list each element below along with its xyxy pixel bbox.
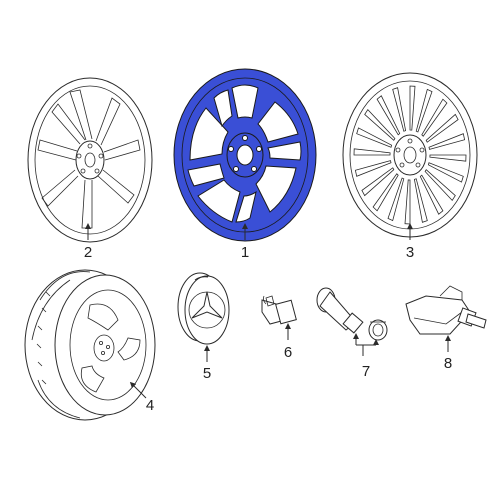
part-4-tire-assembly[interactable] — [24, 269, 156, 421]
callout-1: 1 — [241, 244, 249, 261]
spoke-line — [356, 127, 393, 148]
part-1-wheel-highlighted[interactable] — [173, 68, 317, 242]
part-2-wheel[interactable] — [27, 77, 153, 243]
part-3-spokes — [353, 85, 467, 225]
part-7-valve-stem[interactable] — [316, 287, 388, 341]
part-3-wheel[interactable] — [342, 72, 478, 238]
spoke-line — [404, 179, 411, 225]
spoke-line — [421, 98, 448, 137]
callout-7: 7 — [362, 363, 370, 380]
part-2-spokes — [37, 89, 141, 229]
spoke-line — [425, 113, 459, 143]
spoke-line — [409, 85, 416, 131]
part-7-cap-nut — [368, 319, 388, 341]
spoke-line — [415, 88, 433, 133]
part-8-pressure-sensor[interactable] — [405, 285, 487, 335]
spoke-line — [392, 87, 407, 132]
spoke-line — [376, 95, 401, 136]
spoke-line — [354, 160, 392, 177]
callout-8: 8 — [444, 355, 452, 372]
callout-6: 6 — [284, 344, 292, 361]
spoke-line — [364, 108, 396, 141]
spoke-line — [413, 178, 428, 223]
part-1-spoke-windows — [187, 84, 302, 223]
spoke-line — [361, 167, 395, 197]
part-5-center-cap[interactable] — [177, 272, 230, 345]
callout-2: 2 — [84, 244, 92, 261]
callout-3: 3 — [406, 244, 414, 261]
spoke-line — [353, 148, 391, 156]
spoke-line — [419, 174, 444, 215]
spoke-line — [429, 154, 467, 162]
spoke-line — [387, 177, 405, 222]
star-emblem-icon — [191, 291, 223, 319]
spoke-line — [372, 173, 399, 212]
spoke-line — [424, 169, 456, 202]
callout-5: 5 — [203, 365, 211, 382]
spoke-line — [428, 133, 466, 150]
callout-4: 4 — [146, 397, 154, 414]
leader-arrows — [85, 223, 451, 399]
part-6-bolt[interactable] — [261, 295, 297, 325]
spoke-line — [427, 162, 464, 183]
